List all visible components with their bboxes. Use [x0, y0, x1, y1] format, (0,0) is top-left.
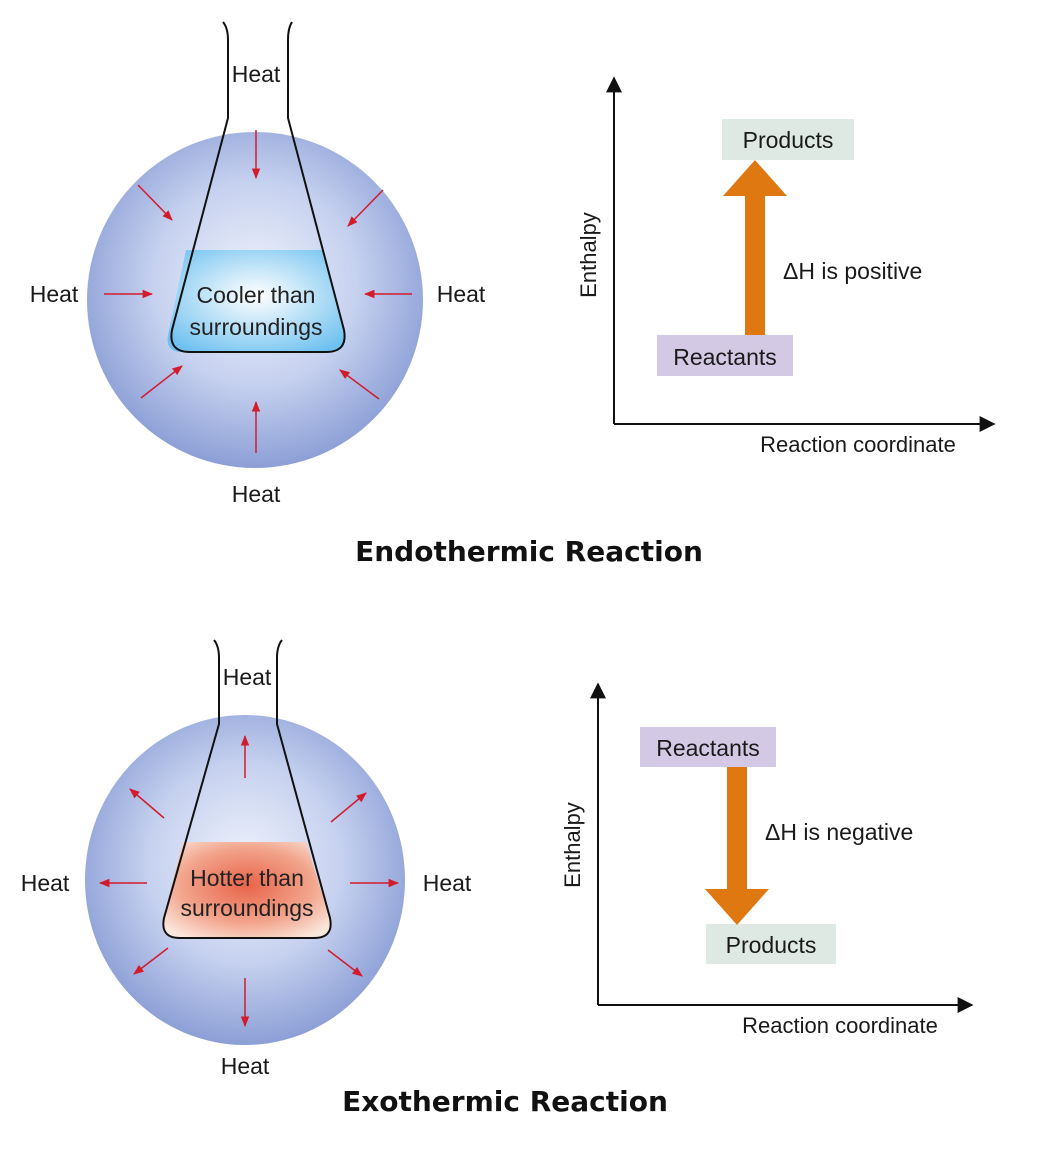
flask-text-line2: surroundings: [181, 895, 314, 921]
flask-liquid-hot: [162, 842, 331, 938]
reactants-box-label: Reactants: [673, 344, 777, 370]
flask-text-line1: Hotter than: [190, 865, 304, 891]
heat-label-bottom: Heat: [221, 1053, 270, 1079]
flask-outline: [162, 639, 332, 939]
reactants-box: [640, 727, 776, 767]
heat-label-right: Heat: [423, 870, 472, 896]
exothermic-section: Hotter than surroundings Heat Heat Heat …: [21, 639, 974, 1118]
delta-h-label: ΔH is negative: [765, 819, 913, 845]
products-box-label: Products: [743, 127, 834, 153]
x-axis-label: Reaction coordinate: [742, 1013, 938, 1038]
y-axis-label: Enthalpy: [576, 212, 601, 298]
reactants-box: [657, 335, 793, 376]
delta-h-label: ΔH is positive: [783, 258, 922, 284]
flask-text-line2: surroundings: [190, 314, 323, 340]
heat-label-top: Heat: [223, 664, 272, 690]
heat-arrow: [140, 365, 183, 399]
section-title: Exothermic Reaction: [342, 1085, 668, 1118]
flask-outline: [170, 21, 346, 353]
heat-arrow: [339, 369, 380, 400]
flask-text-line1: Cooler than: [197, 282, 316, 308]
endothermic-enthalpy-graph: Enthalpy Reaction coordinate Products Re…: [576, 76, 996, 457]
reactants-box-label: Reactants: [656, 735, 760, 761]
heat-arrows-inward: [104, 130, 412, 453]
heat-label-bottom: Heat: [232, 481, 281, 507]
heat-arrow: [330, 792, 367, 823]
heat-arrow: [133, 947, 169, 975]
x-axis-label: Reaction coordinate: [760, 432, 956, 457]
enthalpy-arrow-up: [723, 160, 787, 335]
exothermic-enthalpy-graph: Enthalpy Reaction coordinate Reactants P…: [560, 682, 974, 1038]
heat-label-left: Heat: [21, 870, 70, 896]
heat-label-right: Heat: [437, 281, 486, 307]
flask-liquid-cool: [167, 250, 346, 352]
endothermic-section: Cooler than surroundings Heat Heat Heat …: [30, 21, 996, 568]
products-box: [722, 119, 854, 160]
heat-arrow: [129, 788, 165, 819]
heat-arrow: [347, 189, 384, 227]
heat-label-top: Heat: [232, 61, 281, 87]
products-box-label: Products: [726, 932, 817, 958]
heat-arrows-outward: [98, 734, 400, 1028]
y-axis-label: Enthalpy: [560, 802, 585, 888]
enthalpy-arrow-down: [705, 767, 769, 925]
heat-arrow: [327, 949, 363, 977]
section-title: Endothermic Reaction: [355, 535, 703, 568]
heat-arrow: [137, 184, 173, 221]
products-box: [706, 924, 836, 964]
heat-label-left: Heat: [30, 281, 79, 307]
